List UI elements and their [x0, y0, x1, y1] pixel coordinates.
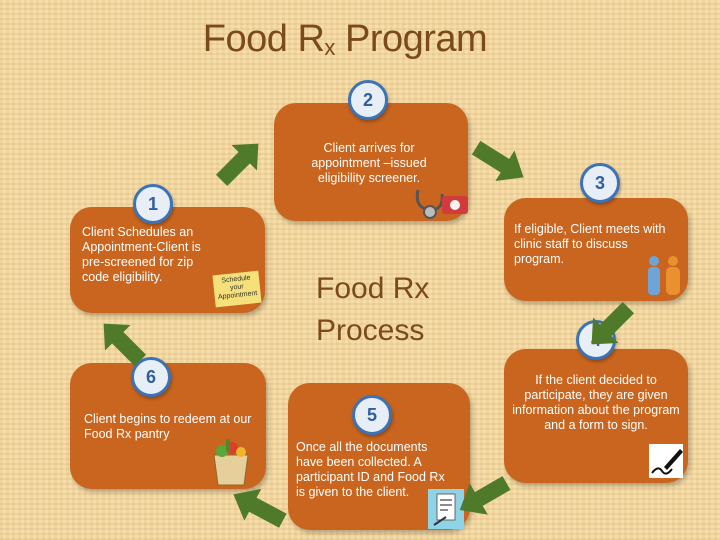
arrow-4-to-5-icon — [459, 476, 511, 515]
step-5-text: Once all the documents have been collect… — [296, 440, 445, 499]
documents-icon — [428, 489, 464, 529]
step-6-number: 6 — [131, 357, 171, 397]
step-3-text: If eligible, Client meets with clinic st… — [514, 222, 666, 266]
step-2-number: 2 — [348, 80, 388, 120]
step-2-box: Client arrives for appointment –issued e… — [274, 103, 468, 221]
step-1-box: Client Schedules an Appointment-Client i… — [70, 207, 265, 313]
step-1-text: Client Schedules an Appointment-Client i… — [82, 225, 201, 284]
step-6-text: Client begins to redeem at our Food Rx p… — [84, 412, 252, 441]
step-5-number: 5 — [352, 395, 392, 435]
arrow-2-to-3-icon — [471, 140, 524, 181]
step-3-number: 3 — [580, 163, 620, 203]
step-1-number: 1 — [133, 184, 173, 224]
step-4-box: If the client decided to participate, th… — [504, 349, 688, 483]
page-title: Food Rx Program — [202, 18, 488, 60]
step-5-box: Once all the documents have been collect… — [288, 383, 470, 530]
center-label: Food Rx Process — [316, 268, 476, 352]
stethoscope-icon — [415, 189, 468, 219]
step-4-text: If the client decided to participate, th… — [512, 373, 680, 432]
arrow-6-to-1-icon — [103, 323, 147, 367]
step-2-text: Client arrives for appointment –issued e… — [311, 141, 427, 185]
arrow-3-to-4-icon — [591, 301, 635, 345]
center-label-line-1: Food Rx — [316, 272, 430, 305]
center-label-line-2: Process — [316, 314, 425, 347]
people-icon — [648, 256, 680, 295]
pen-signing-icon — [649, 444, 683, 478]
arrow-5-to-6-icon — [233, 488, 287, 528]
step-3-box: If eligible, Client meets with clinic st… — [504, 198, 688, 301]
grocery-bag-icon — [213, 439, 249, 486]
arrow-1-to-2-icon — [215, 143, 259, 187]
